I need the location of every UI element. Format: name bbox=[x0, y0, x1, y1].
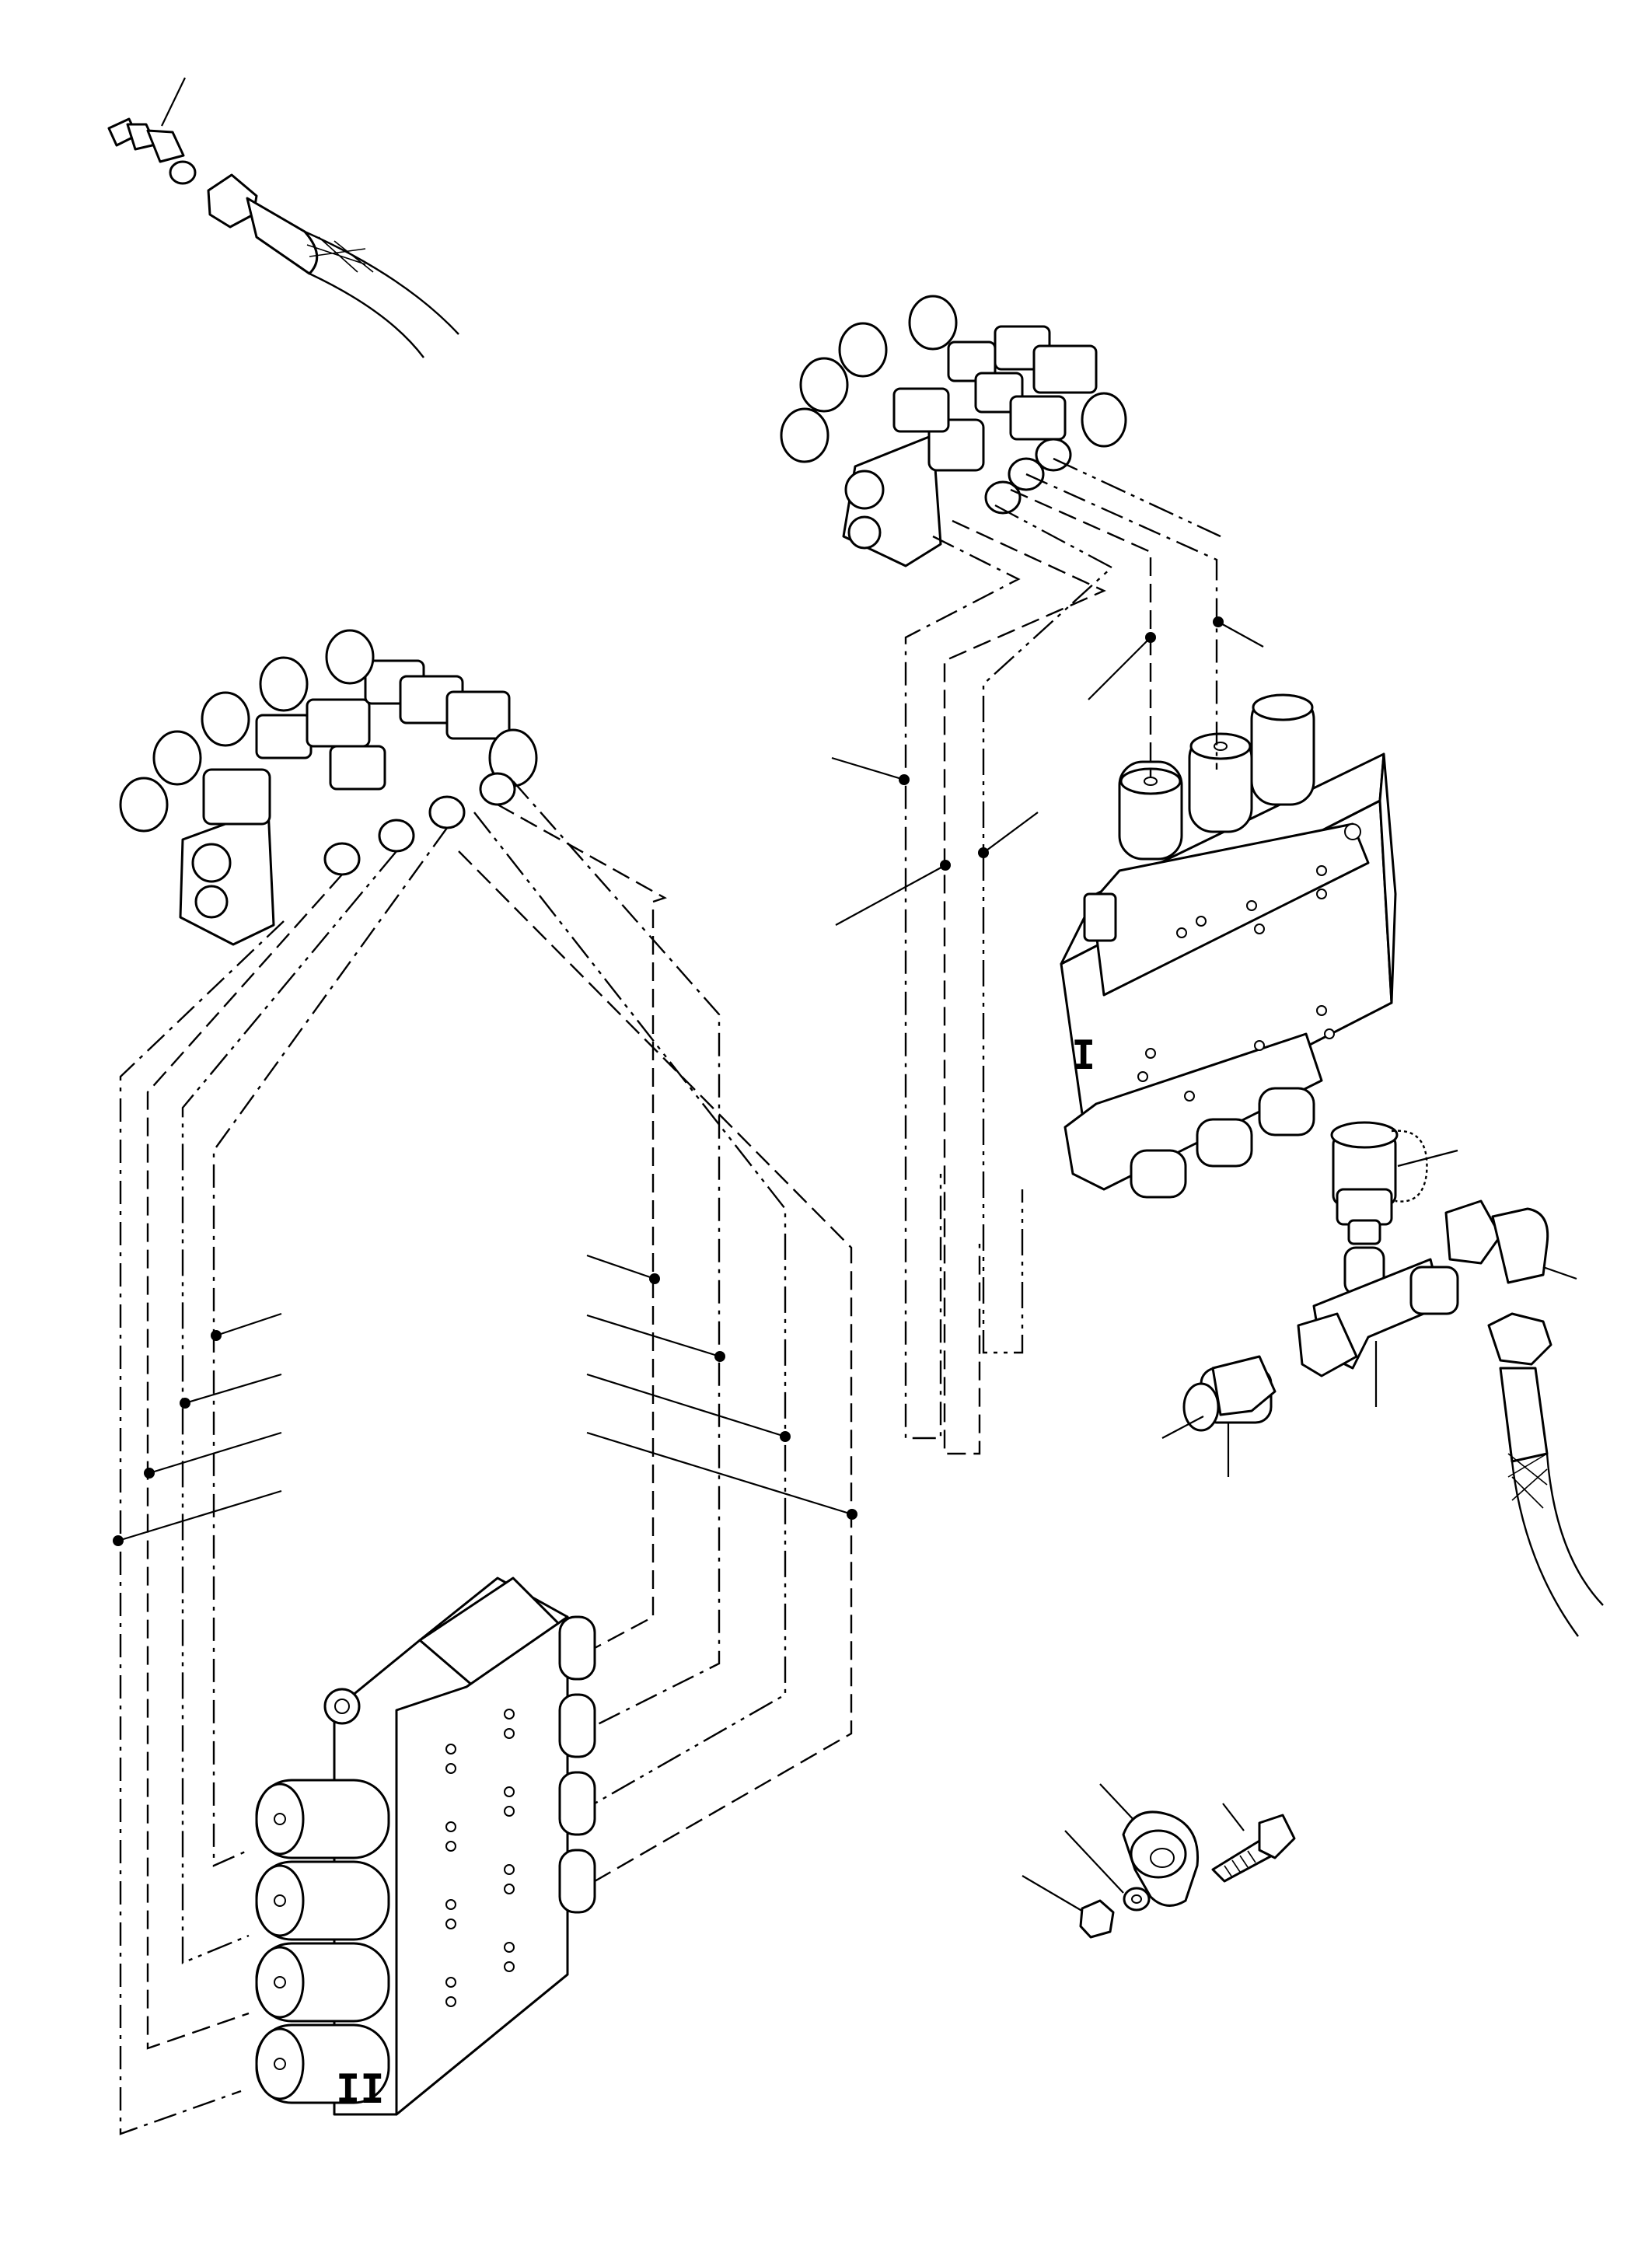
valve-block-label-II: II bbox=[336, 2066, 385, 2113]
callout-leaders-upper bbox=[831, 616, 1264, 926]
valve-block-ports bbox=[445, 1709, 515, 2007]
hydraulic-lines-left bbox=[119, 780, 853, 2135]
solenoid-valve-stack-upper bbox=[780, 295, 1127, 567]
callout-leaders-left bbox=[113, 1254, 857, 1546]
control-valve-block-I: I bbox=[1060, 693, 1397, 1199]
hose-fitting-top-left bbox=[107, 77, 459, 358]
clamp-bolt-assembly bbox=[1022, 1783, 1296, 1939]
hydraulic-lines-upper bbox=[904, 457, 1221, 1455]
quick-coupling-assembly bbox=[1161, 1121, 1604, 1637]
solenoid-valve-stack-left bbox=[119, 629, 538, 946]
valve-block-label-I: I bbox=[1071, 1032, 1095, 1079]
control-valve-block-II: II bbox=[255, 1576, 596, 2116]
leader-line bbox=[161, 77, 186, 127]
